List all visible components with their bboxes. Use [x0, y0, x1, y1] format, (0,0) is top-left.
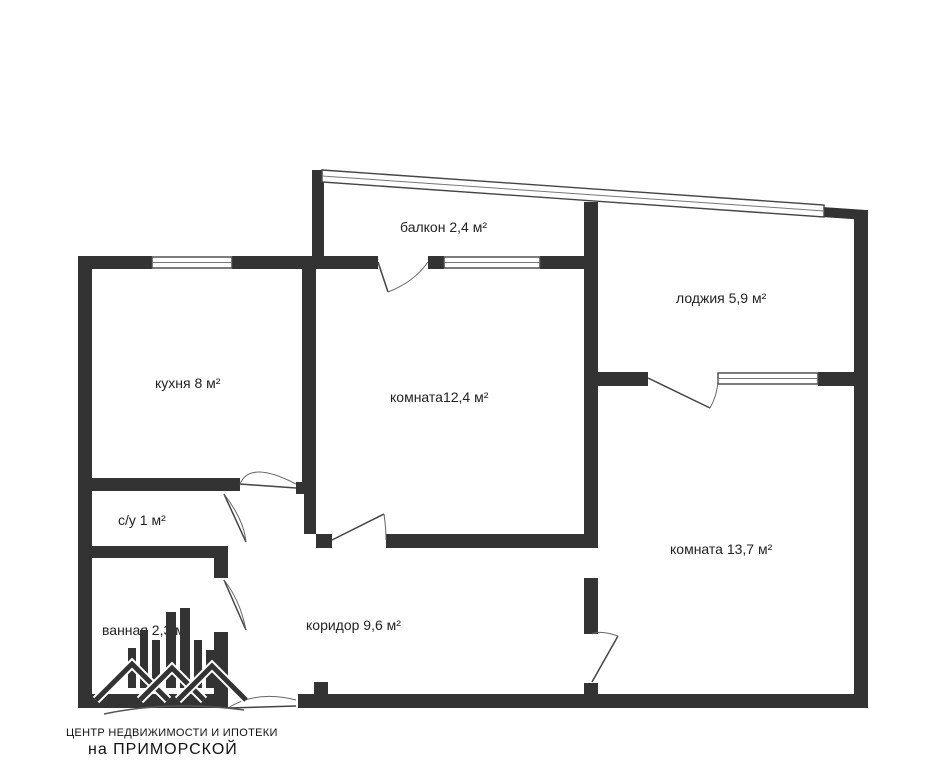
wall-loggia-south-left	[598, 372, 648, 386]
label-loggia: лоджия 5,9 м²	[676, 290, 767, 306]
label-room1: комната12,4 м²	[390, 389, 489, 405]
wall-corridor-stub	[314, 682, 328, 708]
wall-room1-south-right	[386, 534, 598, 548]
window-room2	[717, 372, 819, 385]
wall-top-room1-left	[312, 256, 378, 269]
logo-text-line1: ЦЕНТР НЕДВИЖИМОСТИ И ИПОТЕКИ	[66, 727, 278, 739]
door-loggia	[647, 377, 719, 409]
doors	[223, 261, 719, 709]
logo-text-line2: на ПРИМОРСКОЙ	[88, 739, 238, 758]
wall-top-kitchen-left	[78, 256, 152, 269]
wall-kitchen-east	[302, 256, 316, 482]
wall-wc-south	[92, 546, 228, 558]
label-balcony: балкон 2,4 м²	[400, 219, 487, 235]
door-bathroom	[223, 579, 247, 631]
wall-room1-west-lower	[304, 482, 316, 534]
agency-logo: ЦЕНТР НЕДВИЖИМОСТИ И ИПОТЕКИ на ПРИМОРСК…	[66, 608, 278, 758]
wall-top-room1-right	[540, 256, 598, 269]
windows	[151, 169, 825, 385]
label-wc: с/у 1 м²	[118, 512, 166, 528]
logo-roofs-icon	[92, 657, 250, 715]
window-balcony-glazing	[321, 169, 825, 218]
wall-bath-bottom	[78, 694, 228, 708]
room-labels: балкон 2,4 м² лоджия 5,9 м² кухня 8 м² к…	[102, 219, 773, 638]
wall-room2-west-stub	[584, 683, 598, 708]
wall-loggia-west	[584, 202, 598, 542]
door-room1	[331, 513, 387, 541]
wall-balcony-left	[312, 170, 324, 260]
label-corridor: коридор 9,6 м²	[306, 617, 401, 633]
wall-top-kitchen-right	[232, 256, 316, 269]
window-kitchen	[151, 256, 233, 269]
wall-east	[854, 210, 868, 708]
wall-bath-east	[214, 546, 228, 578]
label-kitchen: кухня 8 м²	[155, 375, 221, 391]
wall-room2-west	[584, 578, 598, 634]
wall-top-room1-mid	[428, 256, 444, 269]
walls	[78, 170, 868, 708]
label-room2: комната 13,7 м²	[670, 541, 773, 557]
wall-loggia-south-right	[818, 372, 858, 386]
door-wc	[223, 493, 247, 543]
wall-kitchen-south	[78, 478, 240, 491]
door-room2	[591, 631, 619, 683]
wall-bottom	[298, 694, 868, 708]
door-kitchen	[239, 471, 297, 489]
window-room1	[443, 256, 541, 269]
wall-room1-south-left	[316, 534, 332, 548]
door-balcony	[377, 261, 429, 293]
door-entrance	[227, 695, 297, 709]
